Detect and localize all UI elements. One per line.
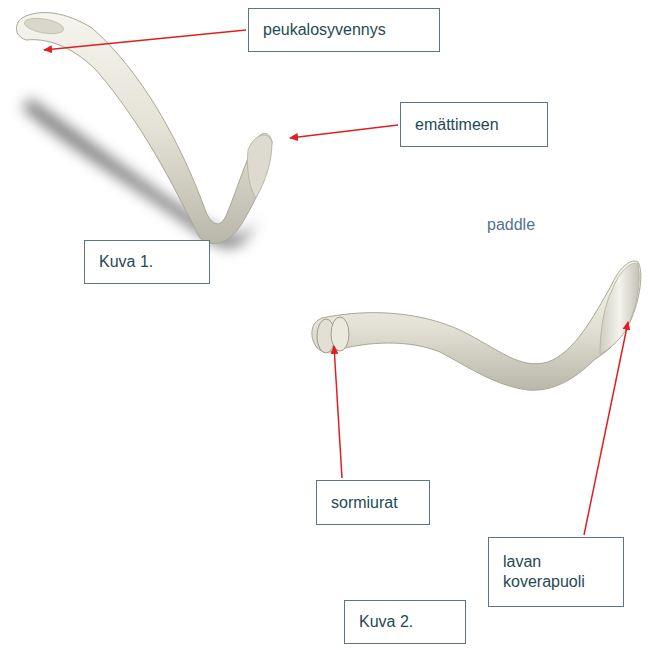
box-text: Kuva 2. [359,612,413,632]
speculum-figure-1 [16,13,272,244]
speculum-figure-2 [312,261,641,390]
label-box: lavan koverapuoli [488,537,624,607]
label-box: sormiurat [316,480,430,525]
leader-arrows [44,30,628,535]
label-box: Kuva 2. [344,600,466,644]
box-text: peukalosyvennys [263,20,386,40]
figure-label: paddle [487,216,535,234]
box-text: lavan koverapuoli [503,552,609,592]
label-box: Kuva 1. [84,240,210,284]
label-box: emättimeen [400,102,548,147]
box-text: Kuva 1. [99,252,153,272]
box-text: sormiurat [331,493,398,513]
label-box: peukalosyvennys [248,8,440,52]
box-text: emättimeen [415,115,499,135]
